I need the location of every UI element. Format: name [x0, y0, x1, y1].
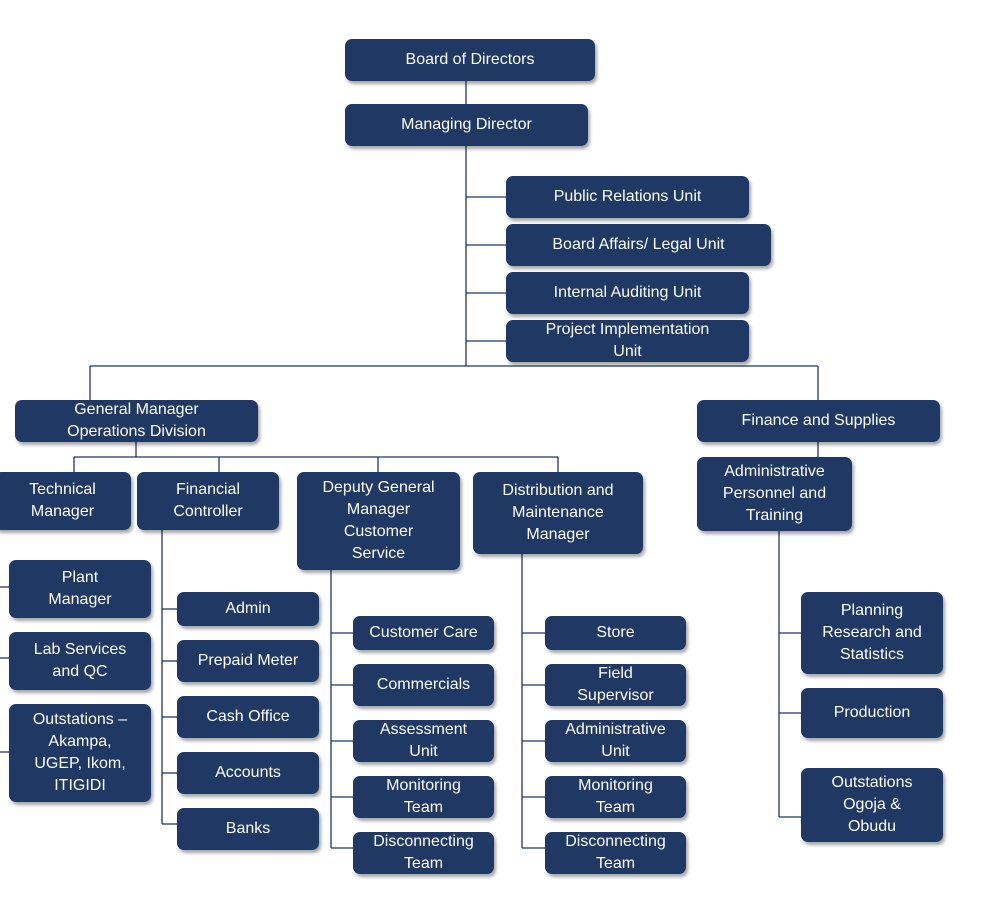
distribution-maintenance-manager-box: Distribution and Maintenance Manager	[473, 472, 643, 554]
monitoring-team-customer-box: Monitoring Team	[353, 776, 494, 818]
lab-services-qc-box: Lab Services and QC	[9, 632, 151, 690]
commercials-box: Commercials	[353, 664, 494, 706]
assessment-unit-box: Assessment Unit	[353, 720, 494, 762]
internal-auditing-unit-box: Internal Auditing Unit	[506, 272, 749, 314]
admin-box: Admin	[177, 592, 319, 626]
administrative-unit-box: Administrative Unit	[545, 720, 686, 762]
public-relations-unit-box: Public Relations Unit	[506, 176, 749, 218]
board-affairs-legal-unit-box: Board Affairs/ Legal Unit	[506, 224, 771, 266]
customer-care-box: Customer Care	[353, 616, 494, 650]
board-of-directors-box: Board of Directors	[345, 39, 595, 81]
financial-controller-box: Financial Controller	[137, 472, 279, 530]
store-box: Store	[545, 616, 686, 650]
banks-box: Banks	[177, 808, 319, 850]
monitoring-team-distribution-box: Monitoring Team	[545, 776, 686, 818]
outstations-akampa-box: Outstations – Akampa, UGEP, Ikom, ITIGID…	[9, 704, 151, 802]
production-box: Production	[801, 688, 943, 738]
admin-personnel-training-box: Administrative Personnel and Training	[697, 457, 852, 531]
finance-and-supplies-box: Finance and Supplies	[697, 400, 940, 442]
prepaid-meter-box: Prepaid Meter	[177, 640, 319, 682]
accounts-box: Accounts	[177, 752, 319, 794]
technical-manager-box: Technical Manager	[0, 472, 131, 530]
plant-manager-box: Plant Manager	[9, 560, 151, 618]
disconnecting-team-customer-box: Disconnecting Team	[353, 832, 494, 874]
planning-research-statistics-box: Planning Research and Statistics	[801, 592, 943, 674]
cash-office-box: Cash Office	[177, 696, 319, 738]
dgm-customer-service-box: Deputy General Manager Customer Service	[297, 472, 460, 570]
field-supervisor-box: Field Supervisor	[545, 664, 686, 706]
project-implementation-unit-box: Project Implementation Unit	[506, 320, 749, 362]
gm-operations-division-box: General Manager Operations Division	[15, 400, 258, 442]
disconnecting-team-distribution-box: Disconnecting Team	[545, 832, 686, 874]
outstations-ogoja-obudu-box: Outstations Ogoja & Obudu	[801, 768, 943, 842]
managing-director-box: Managing Director	[345, 104, 588, 146]
